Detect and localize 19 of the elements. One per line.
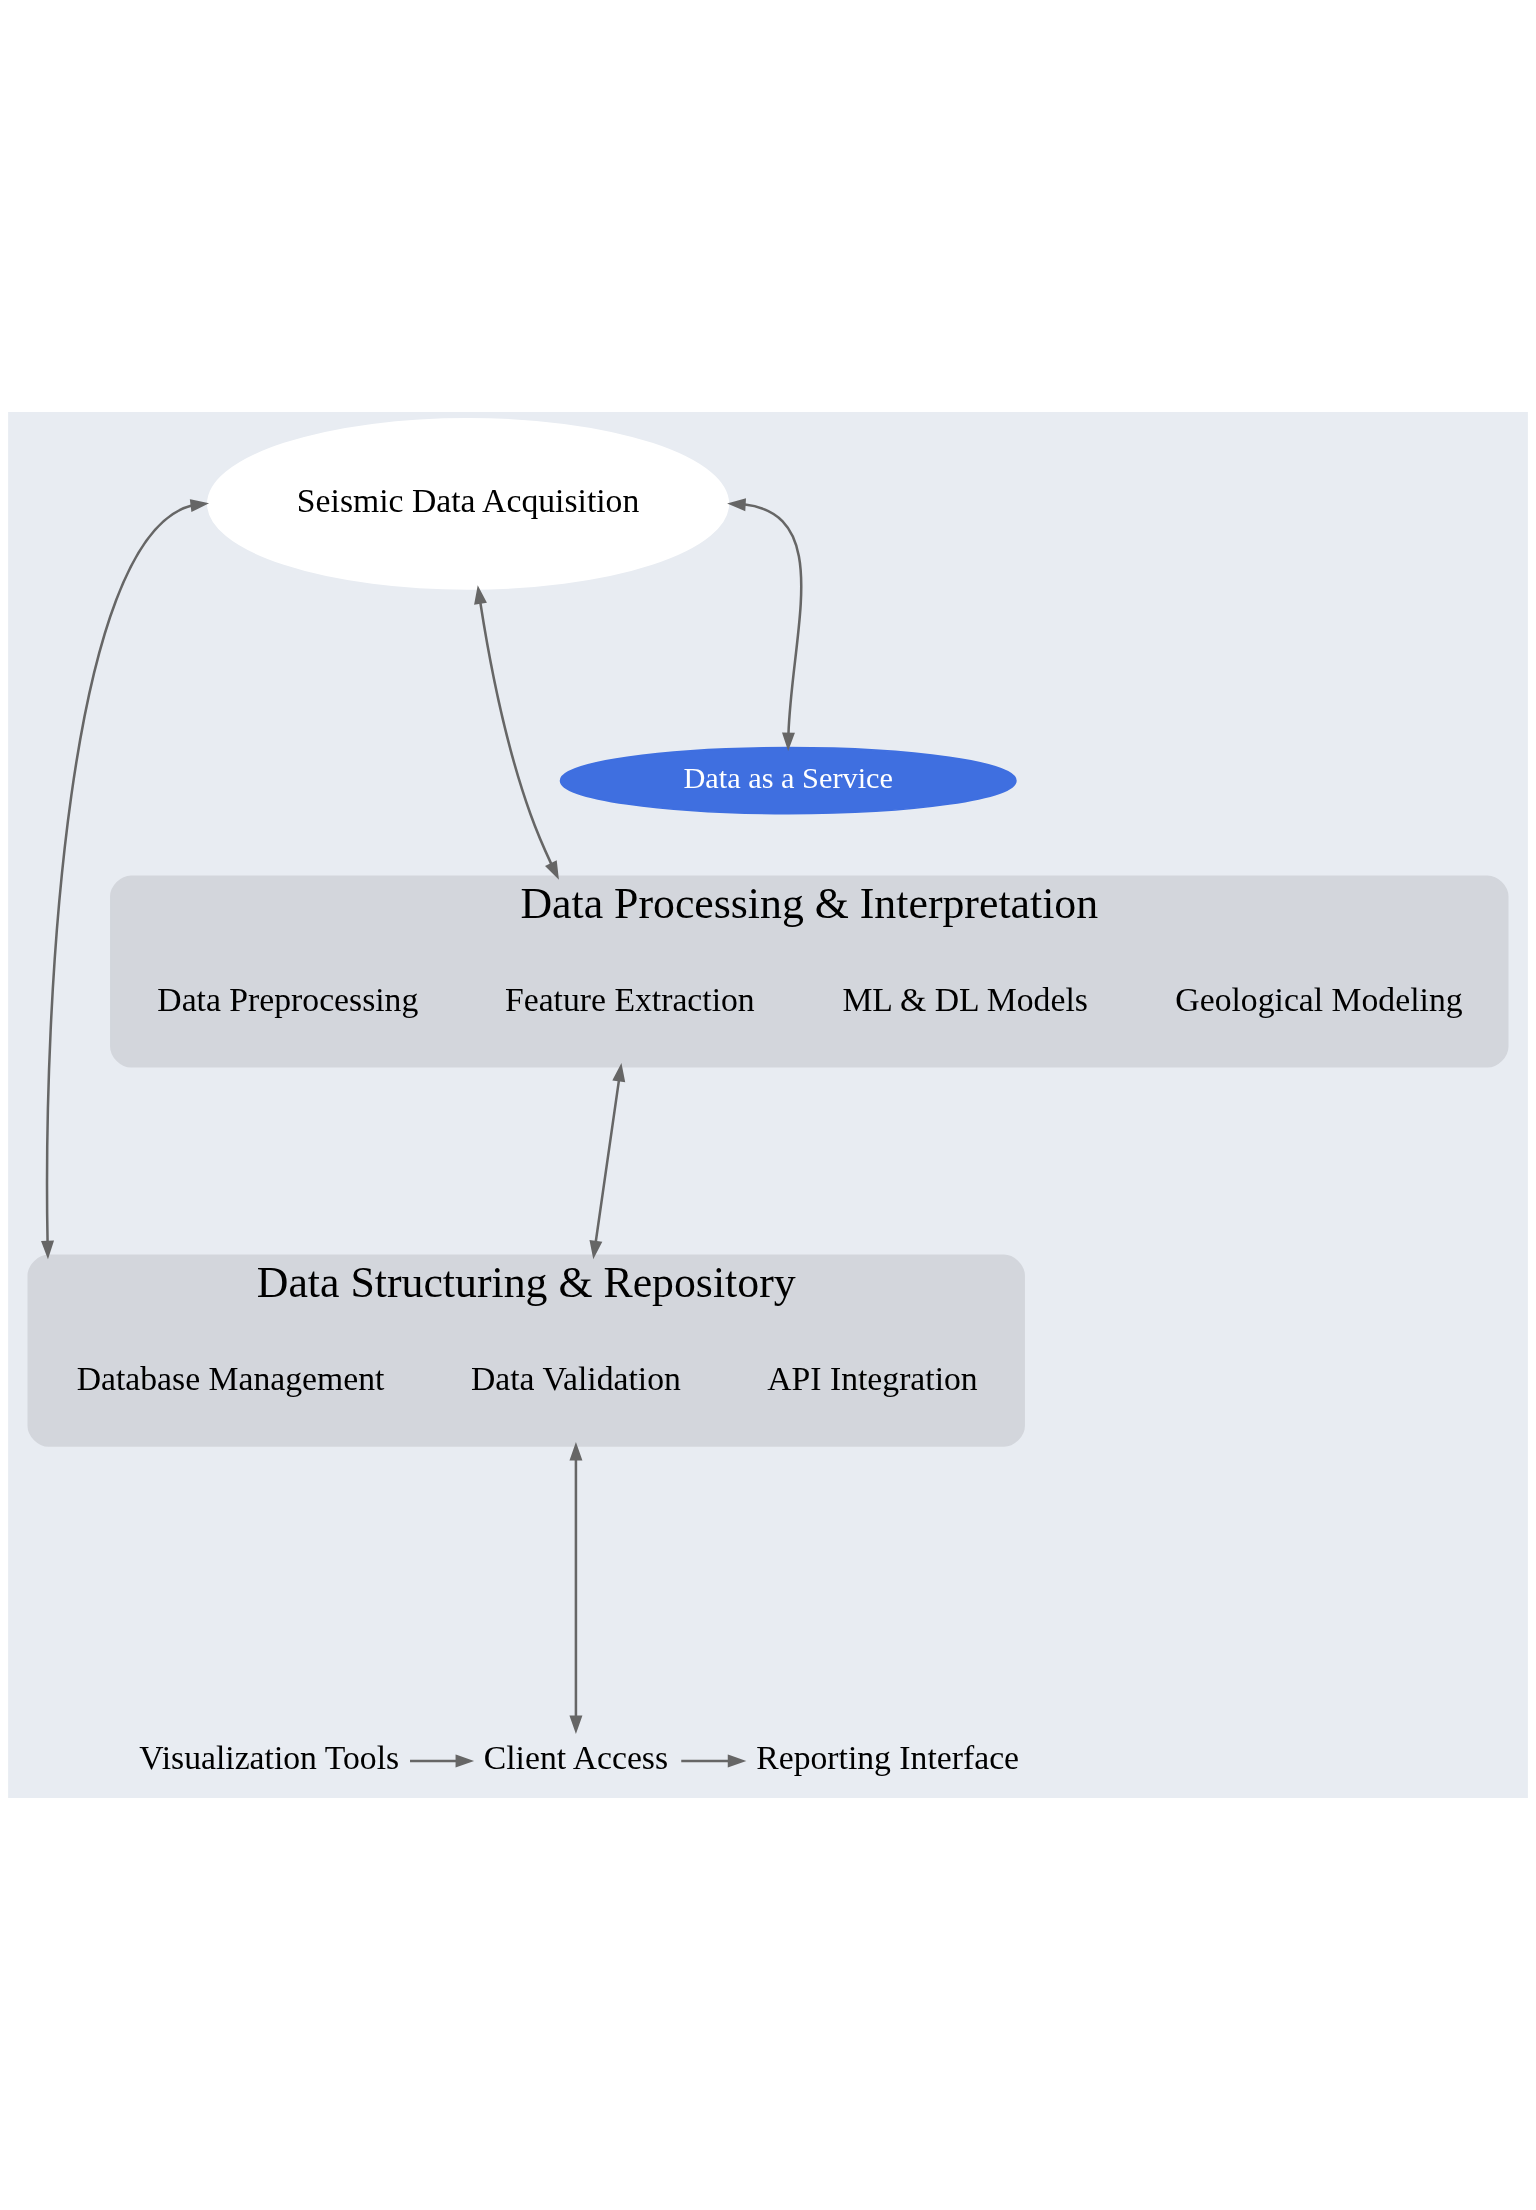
- node-text: Geological Modeling: [1175, 981, 1463, 1019]
- arrow: [727, 498, 803, 752]
- arrow: [569, 1442, 583, 1735]
- node-text: API Integration: [767, 1360, 978, 1398]
- node-text: Reporting Interface: [756, 1739, 1020, 1777]
- node-text: Feature Extraction: [504, 981, 755, 1019]
- arrow: [41, 499, 210, 1260]
- arrow: [681, 1754, 747, 1768]
- node-text: Database Management: [76, 1360, 385, 1398]
- node-text: ML & DL Models: [842, 981, 1088, 1019]
- node-text: Client Access: [483, 1739, 669, 1777]
- node-ellipse: Seismic Data Acquisition: [207, 417, 730, 590]
- node-text: Data Validation: [470, 1360, 681, 1398]
- node-text: Data Preprocessing: [157, 981, 419, 1019]
- arrow: [474, 585, 559, 880]
- arrow: [410, 1754, 475, 1768]
- node-ellipse: Data as a Service: [559, 746, 1017, 815]
- node-text: Visualization Tools: [139, 1739, 400, 1777]
- arrow: [589, 1062, 626, 1260]
